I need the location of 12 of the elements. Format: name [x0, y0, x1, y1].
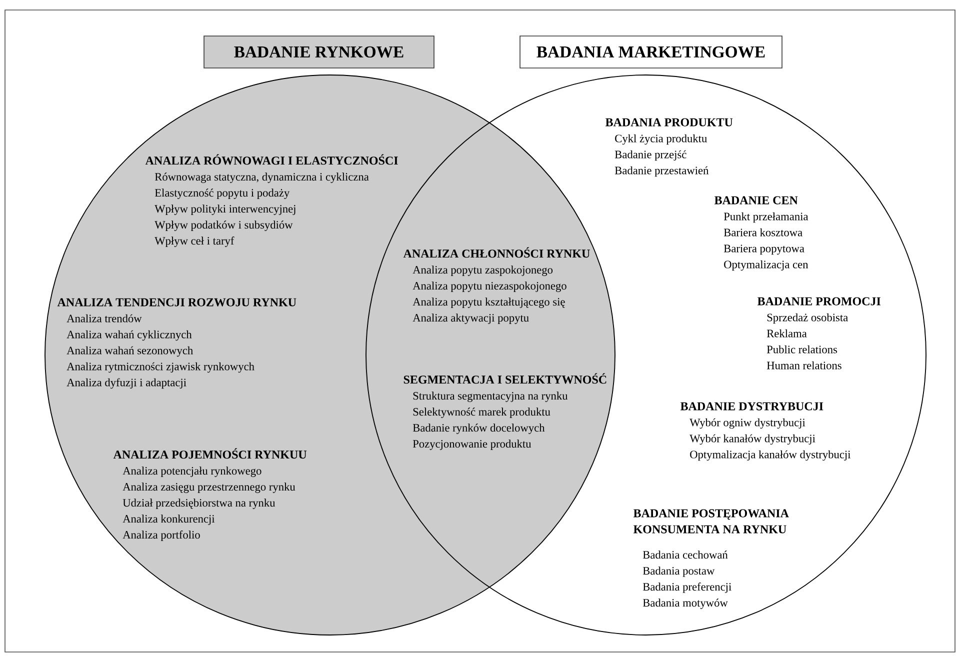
title-box: BADANIE RYNKOWE [204, 36, 434, 68]
topic-list: BADANIE PROMOCJI Sprzedaż osobista Reklama Public relations Human relations [757, 297, 881, 370]
topic-list: ANALIZA RÓWNOWAGI I ELASTYCZNOŚCI Równowaga statyczna, dynamiczna i cykliczna Elastyczność popytu i podaży Wpływ polityki interwencyjnej Wpływ podatków i subsydiów Wpływ ceł i taryf [145, 154, 398, 247]
title-box: BADANIA MARKETINGOWE [520, 36, 782, 68]
topic-list: BADANIE CEN Punkt przełamania Bariera kosztowa Bariera popytowa Optymalizacja cen [714, 196, 808, 271]
topic-list: SEGMENTACJA I SELEKTYWNOŚĆ Struktura segmentacyjna na rynku Selektywność marek produktu Badanie rynków docelowych Pozycjonowanie produktu [404, 373, 606, 450]
topic-list: BADANIE DYSTRYBUCJI Wybór ogniw dystrybucji Wybór kanałów dystrybucji Optymalizacja kanałów dystrybucji [680, 402, 851, 461]
topic-list: ANALIZA POJEMNOŚCI RYNKUU Analiza potencjału rynkowego Analiza zasięgu przestrzennego rynku Udział przedsiębiorstwa na rynku Analiza konkurencji Analiza portfolio [113, 448, 307, 541]
topic-list: BADANIA PRODUKTU Cykl życia produktu Badanie przejść Badanie przestawień [605, 118, 733, 177]
topic-list: ANALIZA TENDENCJI ROZWOJU RYNKU Analiza trendów Analiza wahań cyklicznych Analiza wahań sezonowych Analiza rytmiczności zjawisk rynkowych Analiza dyfuzji i adaptacji [57, 298, 296, 389]
topic-list: ANALIZA CHŁONNOŚCI RYNKU Analiza popytu zaspokojonego Analiza popytu niezaspokojonego Analiza popytu kształtującego się Analiza aktywacji popytu [403, 247, 590, 324]
topic-list: BADANIE POSTĘPOWANIA KONSUMENTA NA RYNKU Badania cechowań Badania postaw Badania preferencji Badania motywów [633, 509, 789, 609]
